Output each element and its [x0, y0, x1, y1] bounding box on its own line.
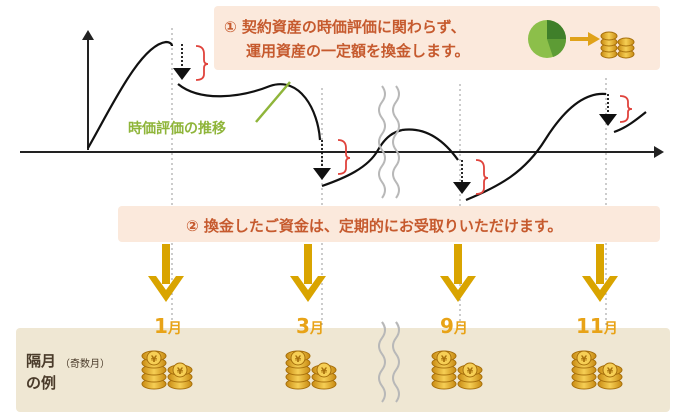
banner-top-line2: 運用資産の一定額を換金します。 — [246, 42, 470, 60]
axes — [20, 30, 664, 158]
month-label-9: 9月 — [440, 314, 468, 338]
month-num: 9 — [440, 314, 454, 338]
payout-arrow-9 — [440, 244, 476, 302]
red-braces — [195, 45, 633, 195]
curve-seg-5 — [465, 92, 607, 202]
drop-head-1 — [173, 68, 191, 80]
curve-seg-3 — [321, 128, 403, 188]
month-unit: 月 — [167, 321, 182, 337]
drop-head-3 — [453, 182, 471, 194]
month-num: 3 — [296, 314, 310, 338]
banner-mid-text: ② 換金したご資金は、定期的にお受取りいただけます。 — [186, 217, 563, 235]
guide-lines — [171, 28, 607, 330]
panel-label-paren: （奇数月） — [60, 359, 110, 370]
y-axis-arrowhead — [82, 30, 94, 40]
drop-head-2 — [313, 168, 331, 180]
curve-seg-6 — [613, 111, 647, 134]
banner-mid: ② 換金したご資金は、定期的にお受取りいただけます。 — [118, 206, 660, 242]
curve-seg-2 — [177, 83, 322, 141]
month-unit: 月 — [453, 321, 468, 337]
banner-top: ① 契約資産の時価評価に関わらず、 運用資産の一定額を換金します。 — [214, 6, 660, 70]
panel-label-main: 隔月 — [26, 352, 57, 370]
brace-2 — [337, 139, 351, 175]
trend-label: 時価評価の推移 — [128, 121, 226, 137]
panel-label-sub: の例 — [26, 374, 57, 392]
drop-arrowheads — [173, 68, 617, 194]
month-label-1: 1月 — [154, 314, 182, 338]
trend-pointer — [255, 81, 291, 123]
value-curve — [87, 40, 647, 202]
month-label-11: 11月 — [576, 314, 618, 338]
payout-arrow-3 — [290, 244, 326, 302]
brace-1 — [195, 45, 209, 81]
payout-arrows — [148, 244, 618, 302]
month-num: 1 — [154, 314, 168, 338]
drop-arrows — [181, 44, 609, 184]
payout-arrow-11 — [582, 244, 618, 302]
month-unit: 月 — [603, 321, 618, 337]
payout-panel: 隔月 （奇数月） の例 — [16, 328, 670, 412]
x-axis-arrowhead — [654, 146, 664, 158]
brace-3 — [475, 159, 489, 195]
curve-seg-4 — [401, 128, 459, 161]
drop-head-4 — [599, 114, 617, 126]
month-label-3: 3月 — [296, 314, 324, 338]
curve-seg-1 — [87, 40, 174, 149]
month-unit: 月 — [309, 321, 324, 337]
payout-arrow-1 — [148, 244, 184, 302]
banner-top-line1: ① 契約資産の時価評価に関わらず、 — [224, 18, 466, 36]
brace-4 — [619, 95, 633, 123]
month-num: 11 — [576, 314, 604, 338]
